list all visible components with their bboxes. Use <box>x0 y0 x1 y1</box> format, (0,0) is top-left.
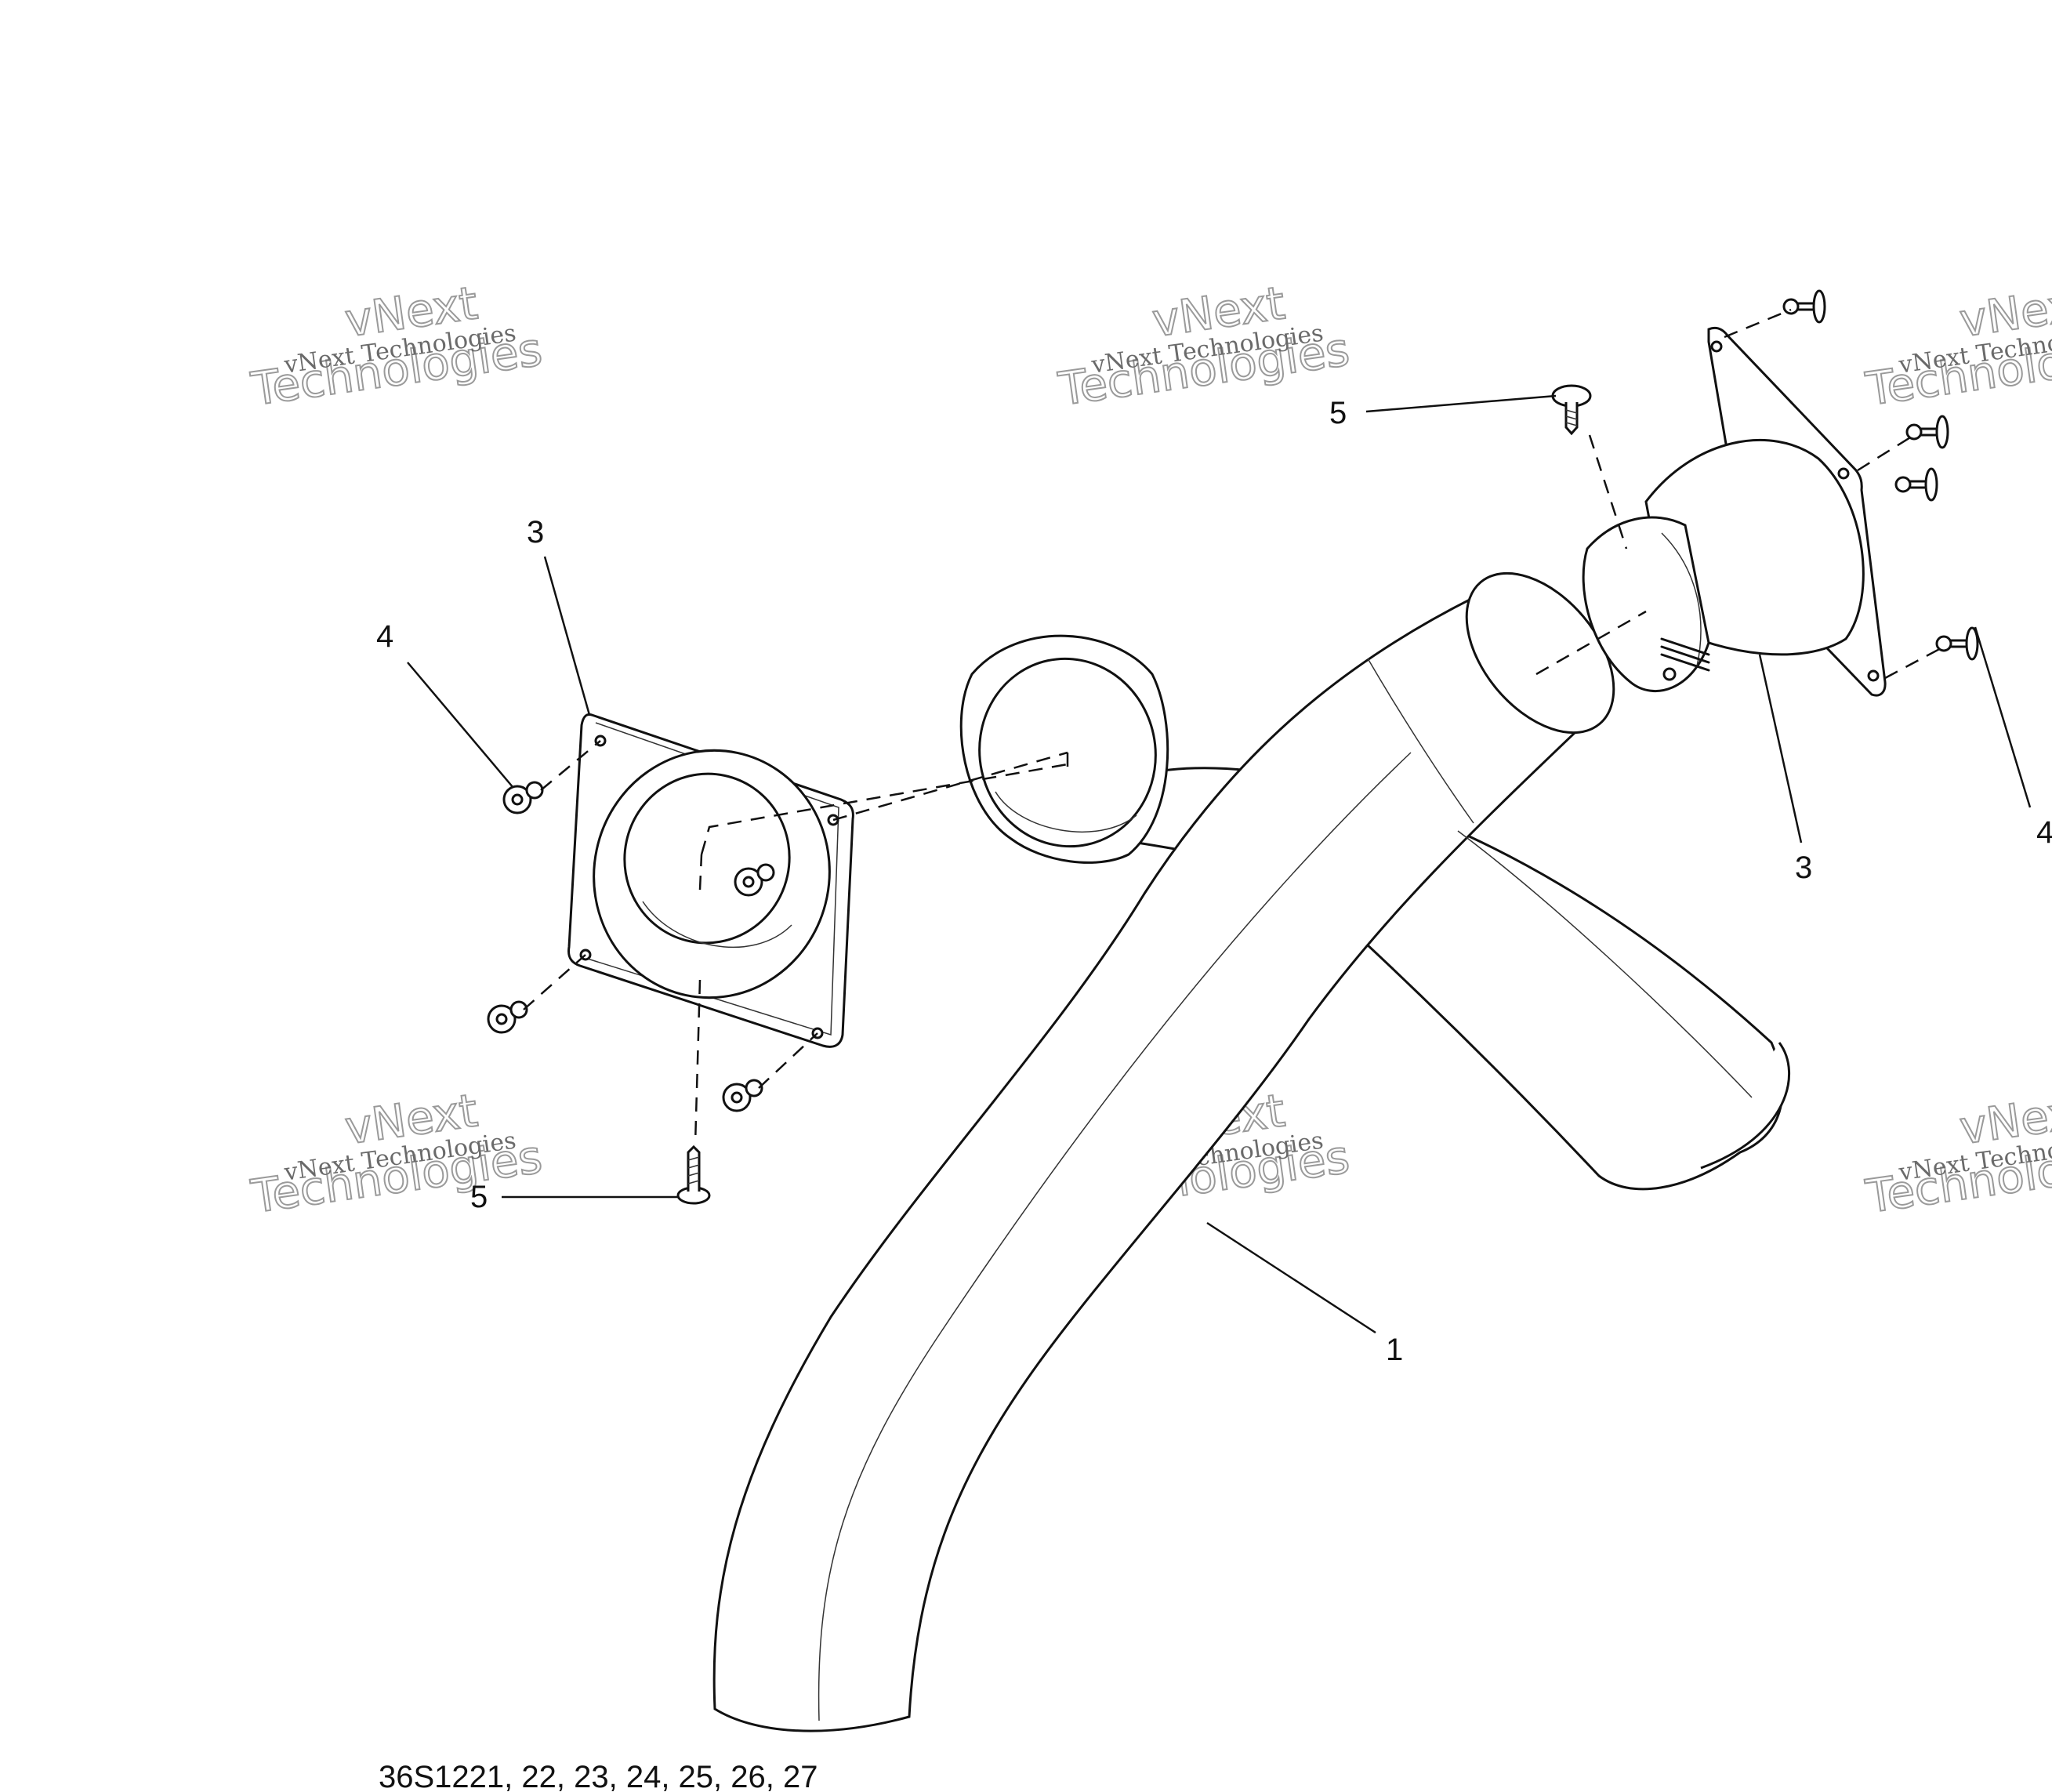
right-flange-hole <box>1867 669 1880 682</box>
assembly-line <box>758 1032 818 1089</box>
figure-reference-code: 36S1221, 22, 23, 24, 25, 26, 27 <box>379 1760 818 1792</box>
part-5-screws <box>676 384 1592 1205</box>
assembly-line <box>540 740 601 791</box>
watermark: vNext Technologies vNext Technologies <box>247 1083 546 1224</box>
leader-line <box>1365 394 1557 413</box>
assembly-line <box>1535 610 1647 676</box>
part-3-right-flange-cone <box>1582 326 1887 697</box>
callout-3-right: 3 <box>1795 851 1812 885</box>
leader-line <box>543 556 591 716</box>
assembly-line <box>523 954 586 1010</box>
duct-elbow-inner-shade <box>995 791 1137 833</box>
assembly-line <box>1588 434 1628 550</box>
leader-lines <box>407 394 2032 1334</box>
leader-line <box>1758 654 1803 843</box>
callout-labels: 3 4 5 3 4 5 1 <box>376 396 2052 1367</box>
right-cone-collar <box>1582 516 1710 693</box>
assembly-line <box>832 751 1068 822</box>
watermark: vNext Technologies vNext Technologies <box>247 275 546 416</box>
watermark: vNext Technologies vNext Technologies <box>1862 1083 2052 1224</box>
push-rivet <box>502 781 544 814</box>
screw-bottom <box>676 1144 711 1205</box>
callout-3-left: 3 <box>527 515 544 550</box>
assembly-line <box>698 854 703 891</box>
left-grille-inner-shade <box>642 901 792 949</box>
callout-4-right: 4 <box>2036 815 2052 850</box>
callout-5-bottom: 5 <box>470 1180 488 1214</box>
assembly-line <box>700 763 1068 855</box>
callout-5-top: 5 <box>1329 396 1347 430</box>
right-cone-rib <box>1660 637 1710 656</box>
push-rivet <box>734 863 775 897</box>
leader-line <box>1206 1221 1376 1334</box>
duct-main-center-line <box>818 752 1412 1721</box>
screw-top <box>1551 384 1592 436</box>
push-rivet <box>722 1079 763 1112</box>
leader-line <box>407 662 514 789</box>
part-1-duct-hose <box>712 571 1790 1732</box>
duct-main-top-opening <box>1465 571 1615 735</box>
push-rivet-side <box>1935 626 1979 661</box>
right-cone-rim-line <box>1661 532 1702 667</box>
callout-4-left: 4 <box>376 619 393 654</box>
right-cone-rib <box>1660 653 1710 672</box>
part-4-push-rivets-right <box>1782 289 1979 661</box>
watermark: vNext Technologies vNext Technologies <box>1054 275 1353 416</box>
left-grille-bore <box>623 772 791 945</box>
assembly-line <box>694 979 702 1145</box>
assembly-line <box>1724 308 1792 339</box>
push-rivet-side <box>1894 467 1938 502</box>
duct-rear-center-line <box>1457 830 1753 1098</box>
duct-main-collar-line <box>1367 658 1474 824</box>
leader-line <box>1974 626 2032 808</box>
assembly-line <box>1884 645 1945 680</box>
right-cone-rib <box>1660 645 1710 664</box>
push-rivet-side <box>1782 289 1826 324</box>
watermark: vNext Technologies vNext Technologies <box>1862 275 2052 416</box>
assembly-lines <box>523 308 1945 1145</box>
right-cone-rivet <box>1662 667 1677 681</box>
right-flange-hole <box>1837 467 1850 480</box>
right-flange-hole <box>1710 340 1723 353</box>
callout-1: 1 <box>1386 1333 1403 1367</box>
duct-rear-end-ellipse <box>1700 1042 1790 1170</box>
part-4-push-rivets-left <box>487 781 775 1112</box>
part-3-left-vent-grille <box>567 713 854 1048</box>
push-rivet-side <box>1905 415 1949 449</box>
assembly-line <box>1857 433 1915 472</box>
push-rivet <box>487 1000 528 1034</box>
duct-main-tube <box>712 590 1597 1732</box>
